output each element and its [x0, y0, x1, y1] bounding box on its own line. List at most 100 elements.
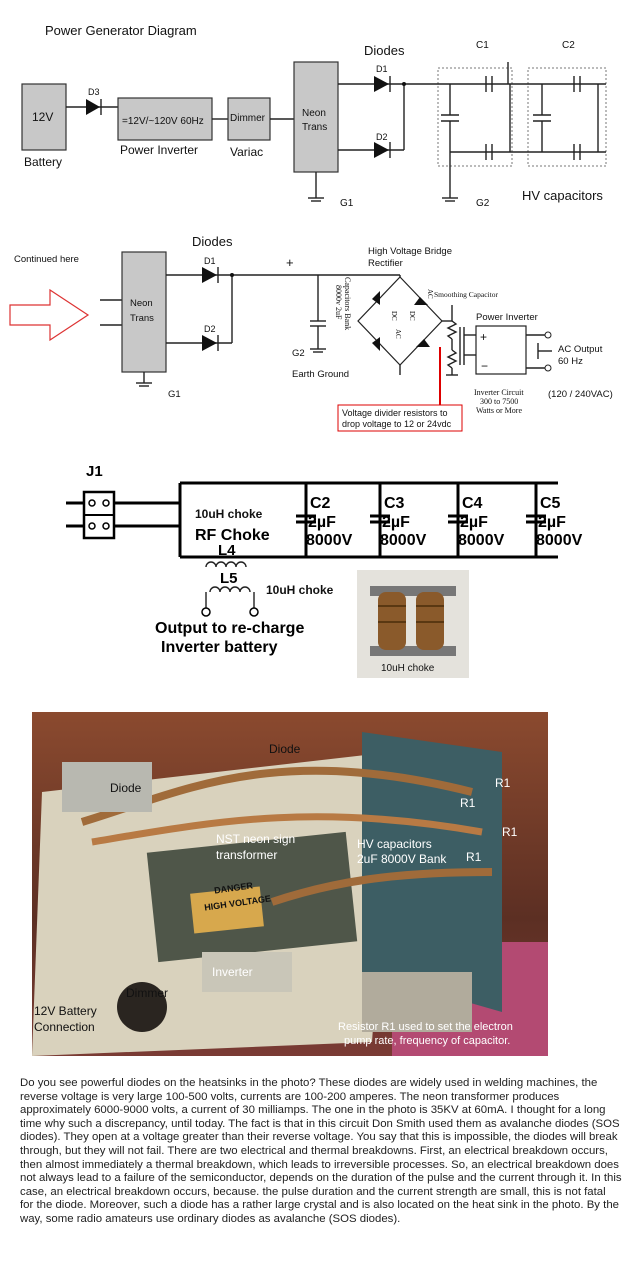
c1-group-box: [437, 67, 513, 167]
capacitor-voltage: 8000V: [306, 532, 353, 549]
photo-hv-caps-1: HV capacitors: [357, 837, 432, 851]
inverter-circuit-2: 300 to 7500: [480, 397, 518, 406]
diode-d3: [86, 99, 102, 115]
continued-label: Continued here: [14, 254, 79, 265]
d1-label-2: D1: [204, 256, 216, 266]
inv-minus: −: [481, 359, 488, 373]
capacitor-value: 2µF: [382, 514, 410, 531]
ac-output-2: 60 Hz: [558, 356, 583, 367]
neon-text-2: Trans: [302, 122, 327, 133]
d2-label: D2: [376, 132, 388, 142]
capacitor-voltage: 8000V: [458, 532, 505, 549]
d3-label: D3: [88, 87, 100, 97]
photo-diode-top: Diode: [269, 742, 301, 756]
photo-inverter: Inverter: [212, 965, 253, 979]
inverter-box: [117, 97, 213, 141]
bridge-label-1: High Voltage Bridge: [368, 246, 452, 257]
photo-resistor-note-1: Resistor R1 used to set the electron: [338, 1021, 513, 1033]
bridge-rectifier-diagram: Continued here Neon Trans G1 Diodes D1 D…: [9, 234, 613, 432]
capacitor-name: C5: [540, 495, 561, 512]
ac-label-a: AC: [426, 289, 434, 299]
photo-dimmer: Dimmer: [126, 986, 168, 1000]
neon2-text-1: Neon: [130, 298, 153, 309]
l5-coil: [209, 586, 251, 593]
photo-nst-1: NST neon sign: [216, 832, 296, 846]
rf-choke-diagram: J1 10uH choke RF Choke L4 L5 10uH choke …: [66, 463, 583, 678]
l5-choke-label: 10uH choke: [266, 583, 334, 597]
cap-bank-text-1: 8000v 2uF: [334, 285, 343, 320]
l4-label: L4: [218, 542, 236, 559]
neon2-text-2: Trans: [130, 313, 154, 324]
inverter-label: Power Inverter: [120, 143, 198, 157]
capacitor-voltage: 8000V: [536, 532, 583, 549]
capacitor-name: C4: [462, 495, 483, 512]
capacitor-name: C2: [310, 495, 331, 512]
output-line-2: Inverter battery: [161, 639, 278, 656]
hv-capacitors-label: HV capacitors: [522, 188, 603, 203]
neon-transformer-box: [293, 61, 339, 173]
continued-arrow-icon: [9, 288, 90, 342]
divider-note-2: drop voltage to 12 or 24vdc: [342, 419, 452, 429]
capacitor-network: [436, 62, 606, 202]
photo-battery-2: Connection: [34, 1020, 95, 1034]
c1-label: C1: [476, 40, 489, 51]
voltage-range: (120 / 240VAC): [548, 389, 613, 400]
diodes-label: Diodes: [364, 43, 405, 58]
diode-d1-2: [202, 267, 217, 283]
j1-label: J1: [86, 463, 103, 480]
plus-sign: +: [286, 255, 294, 270]
neon-transformer-box-2: [121, 251, 167, 373]
photo-resistor-note-2: pump rate, frequency of capacitor.: [344, 1035, 511, 1047]
l4-coil: [205, 561, 247, 568]
divider-note-box: [337, 404, 463, 432]
l5-label: L5: [220, 570, 238, 587]
capacitor-name: C3: [384, 495, 405, 512]
dimmer-text: Dimmer: [230, 113, 266, 124]
power-inverter-box: [475, 325, 527, 375]
inverter-spec: =12V/~120V 60Hz: [122, 116, 204, 127]
dc-label-a: DC: [390, 311, 398, 321]
bridge-label-2: Rectifier: [368, 258, 403, 269]
diode-d2: [374, 142, 391, 158]
dimmer-box: [227, 97, 271, 141]
battery-voltage: 12V: [32, 110, 53, 124]
diagram-title: Power Generator Diagram: [45, 23, 197, 38]
inverter-circuit-1: Inverter Circuit: [474, 388, 524, 397]
divider-note-1: Voltage divider resistors to: [342, 408, 448, 418]
power-generator-diagram: Power Generator Diagram 12V Battery D3 =…: [21, 23, 607, 209]
cap-bank-text-2: Capacitors Bank: [343, 277, 352, 330]
photo-hv-caps-2: 2uF 8000V Bank: [357, 852, 447, 866]
article-paragraph: Do you see powerful diodes on the heatsi…: [20, 1077, 622, 1225]
battery-label: Battery: [24, 155, 62, 169]
battery-box: [21, 83, 67, 151]
d2-label-2: D2: [204, 324, 216, 334]
photo-r1-c: R1: [502, 825, 518, 839]
choke-photo-caption: 10uH choke: [381, 663, 435, 674]
capacitor-value: 2µF: [538, 514, 566, 531]
d1-label: D1: [376, 64, 388, 74]
inv-plus: +: [480, 330, 487, 344]
diode-d1: [374, 76, 391, 92]
bridge-rectifier: [318, 274, 452, 375]
ac-output-1: AC Output: [558, 344, 603, 355]
smoothing-cap-label: Smoothing Capacitor: [434, 290, 498, 299]
photo-r1-b: R1: [495, 776, 511, 790]
ac-label-b: AC: [394, 329, 402, 339]
power-inverter-label: Power Inverter: [476, 312, 538, 323]
variac-label: Variac: [230, 145, 263, 159]
diodes-label-2: Diodes: [192, 234, 233, 249]
photo-diode-left: Diode: [110, 781, 142, 795]
inverter-circuit-3: Watts or More: [476, 406, 522, 415]
capacitor-value: 2µF: [308, 514, 336, 531]
photo-nst-2: transformer: [216, 848, 278, 862]
photo-battery-1: 12V Battery: [34, 1004, 97, 1018]
g2-label: G2: [476, 198, 490, 209]
dc-label-b: DC: [408, 311, 416, 321]
capacitor-value: 2µF: [460, 514, 488, 531]
photo-r1-a: R1: [460, 796, 476, 810]
